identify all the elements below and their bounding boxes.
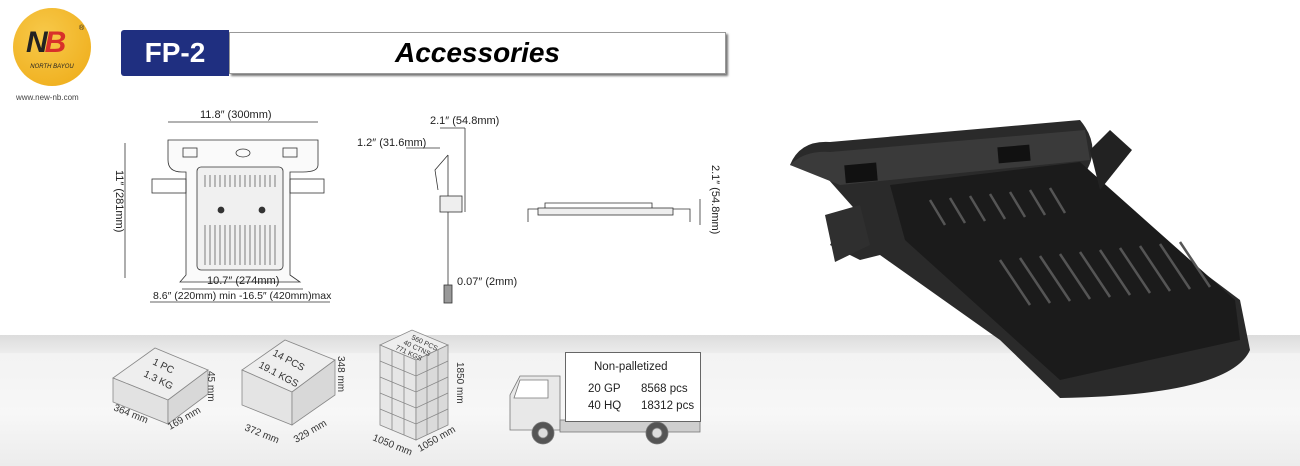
website-url: www.new-nb.com [16,93,79,102]
shipping-qty-20gp: 8568 pcs [641,383,688,395]
logo-subtitle: NORTH BAYOU [30,64,74,70]
truck-icon [509,375,701,445]
north-bayou-logo: NB® NORTH BAYOU [13,8,91,86]
single-package-box [112,347,209,425]
page-title: Accessories [229,32,726,74]
carton-width: 329 mm [292,418,329,446]
carton-box [241,339,336,426]
side-depth-label: 2.1″ (54.8mm) [430,115,499,127]
inner-width-label: 10.7″ (274mm) [207,275,279,287]
front-view-drawing [124,121,330,303]
edge-view-drawing [527,199,701,225]
front-height-label: 11″ (281mm) [113,170,125,232]
carton-height: 348 mm [335,356,346,392]
side-view-drawing [406,127,466,304]
shipping-container-20gp: 20 GP [588,383,621,395]
shipping-qty-40hq: 18312 pcs [641,400,695,412]
carton-length: 372 mm [243,423,281,447]
shipping-container-40hq: 40 HQ [588,400,622,412]
thickness-label: 0.07″ (2mm) [457,276,517,288]
pallet-stack [379,329,449,441]
side-clip-label: 1.2″ (31.6mm) [357,137,426,149]
floor-edge [0,335,1300,353]
single-height: 45 mm [205,371,216,402]
product-photo [790,120,1250,398]
edge-height-label: 2.1″ (54.8mm) [709,165,721,234]
adjust-range-label: 8.6″ (220mm) min -16.5″ (420mm)max [153,290,332,302]
pallet-height: 1850 mm [454,362,465,404]
model-code: FP-2 [121,30,229,76]
front-width-label: 11.8″ (300mm) [200,109,272,121]
shipping-info-panel: Non-palletized 20 GP 8568 pcs 40 HQ 1831… [565,352,701,422]
shipping-title: Non-palletized [594,361,668,373]
